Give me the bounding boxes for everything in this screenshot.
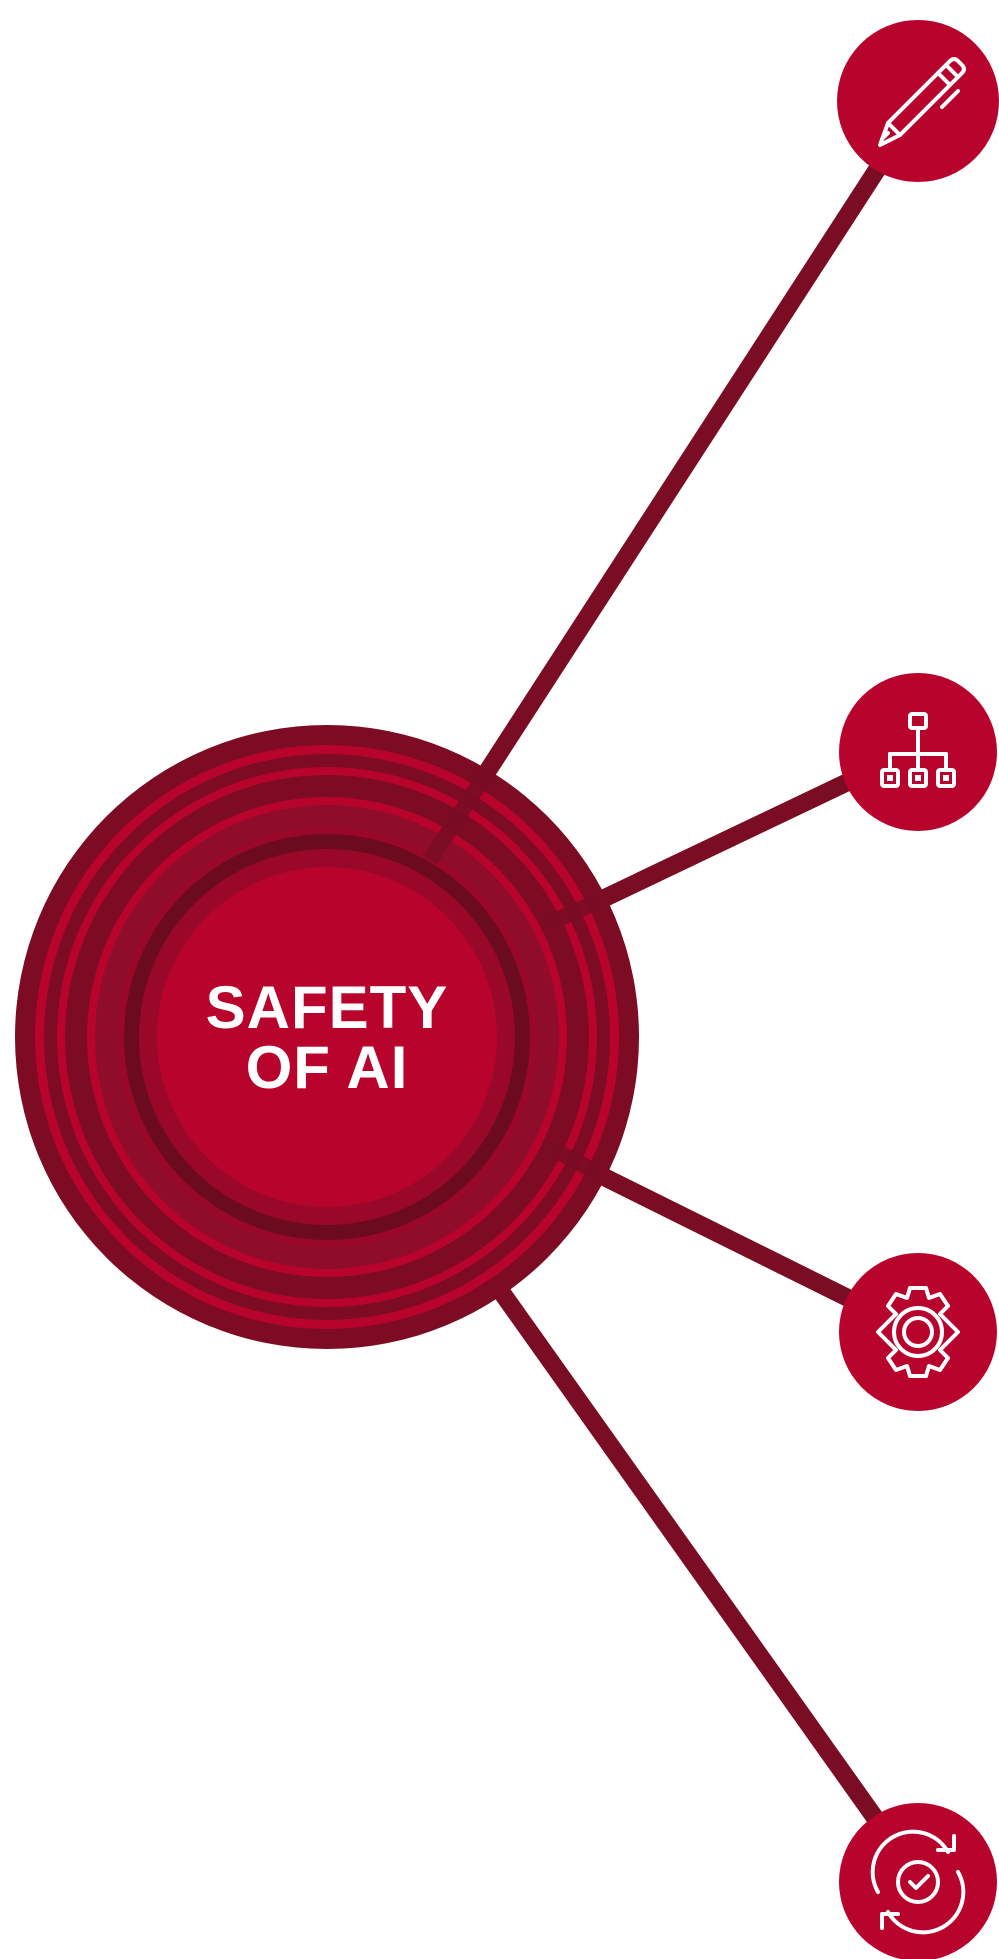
node-edit-circle[interactable] (837, 20, 999, 182)
hub-title-line2: OF AI (246, 1034, 409, 1101)
refresh-check-icon (870, 1829, 966, 1935)
node-structure[interactable] (839, 673, 997, 831)
connector-edit (477, 160, 888, 780)
node-settings[interactable] (839, 1253, 997, 1411)
node-review-circle[interactable] (839, 1803, 997, 1959)
connector-settings (585, 1161, 857, 1309)
node-settings-circle[interactable] (839, 1253, 997, 1411)
pencil-icon (878, 57, 966, 147)
connector-structure (586, 771, 856, 914)
connector-settings-overlay (551, 1142, 604, 1182)
hub: SAFETY OF AI (15, 725, 639, 1349)
node-edit[interactable] (837, 20, 999, 182)
hierarchy-icon (880, 712, 956, 788)
connector-structure-overlay (544, 892, 604, 932)
connector-edit-overlay (423, 752, 504, 865)
gear-icon (876, 1286, 960, 1378)
hub-title-line1: SAFETY (206, 974, 449, 1041)
connector-review (492, 1284, 886, 1828)
hub-core (157, 867, 497, 1207)
node-review[interactable] (839, 1803, 997, 1959)
connectors (477, 160, 888, 1828)
